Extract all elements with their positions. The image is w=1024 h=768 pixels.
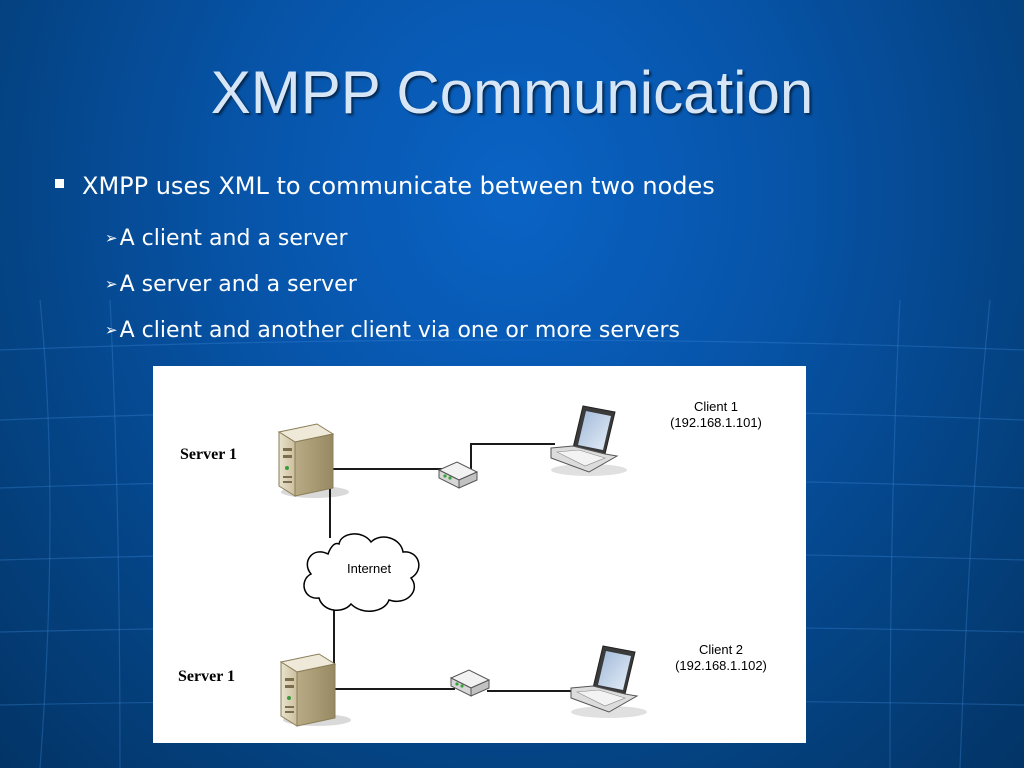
server-icon-bottom bbox=[279, 653, 351, 727]
server-top-label: Server 1 bbox=[180, 446, 238, 463]
sub-bullet-text: A client and a server bbox=[119, 226, 348, 251]
sub-bullet-2: ➢A server and a server bbox=[105, 272, 357, 297]
client2-ip: (192.168.1.102) bbox=[675, 658, 767, 673]
client1-name: Client 1 bbox=[693, 399, 739, 414]
server-bottom-label: Server 1 bbox=[178, 668, 236, 685]
internet-label: Internet bbox=[347, 561, 392, 576]
network-diagram-graphic bbox=[277, 405, 647, 727]
laptop-icon-client2 bbox=[570, 645, 647, 718]
client1-ip: (192.168.1.101) bbox=[670, 415, 762, 430]
internet-cloud-icon bbox=[303, 533, 420, 612]
connection-lines bbox=[329, 443, 577, 692]
router-icon-top bbox=[437, 461, 479, 489]
sub-bullet-text: A client and another client via one or m… bbox=[119, 318, 680, 343]
arrow-bullet-icon: ➢ bbox=[105, 275, 118, 293]
sub-bullet-1: ➢A client and a server bbox=[105, 226, 348, 251]
client1-label: Client 1 (192.168.1.101) bbox=[660, 399, 772, 431]
main-bullet: XMPP uses XML to communicate between two… bbox=[55, 172, 715, 200]
slide-title: XMPP Communication bbox=[210, 59, 814, 126]
sub-bullet-3: ➢A client and another client via one or … bbox=[105, 318, 680, 343]
server-icon-top bbox=[277, 423, 349, 498]
sub-bullet-text: A server and a server bbox=[119, 272, 357, 297]
arrow-bullet-icon: ➢ bbox=[105, 229, 118, 247]
router-icon-bottom bbox=[449, 669, 491, 697]
main-bullet-text: XMPP uses XML to communicate between two… bbox=[82, 172, 715, 200]
client2-name: Client 2 bbox=[698, 642, 744, 657]
laptop-icon-client1 bbox=[550, 405, 627, 476]
arrow-bullet-icon: ➢ bbox=[105, 321, 118, 339]
network-diagram: Server 1 Server 1 Internet Client 1 (192… bbox=[153, 366, 806, 743]
client2-label: Client 2 (192.168.1.102) bbox=[665, 642, 777, 674]
square-bullet-icon bbox=[55, 179, 64, 188]
